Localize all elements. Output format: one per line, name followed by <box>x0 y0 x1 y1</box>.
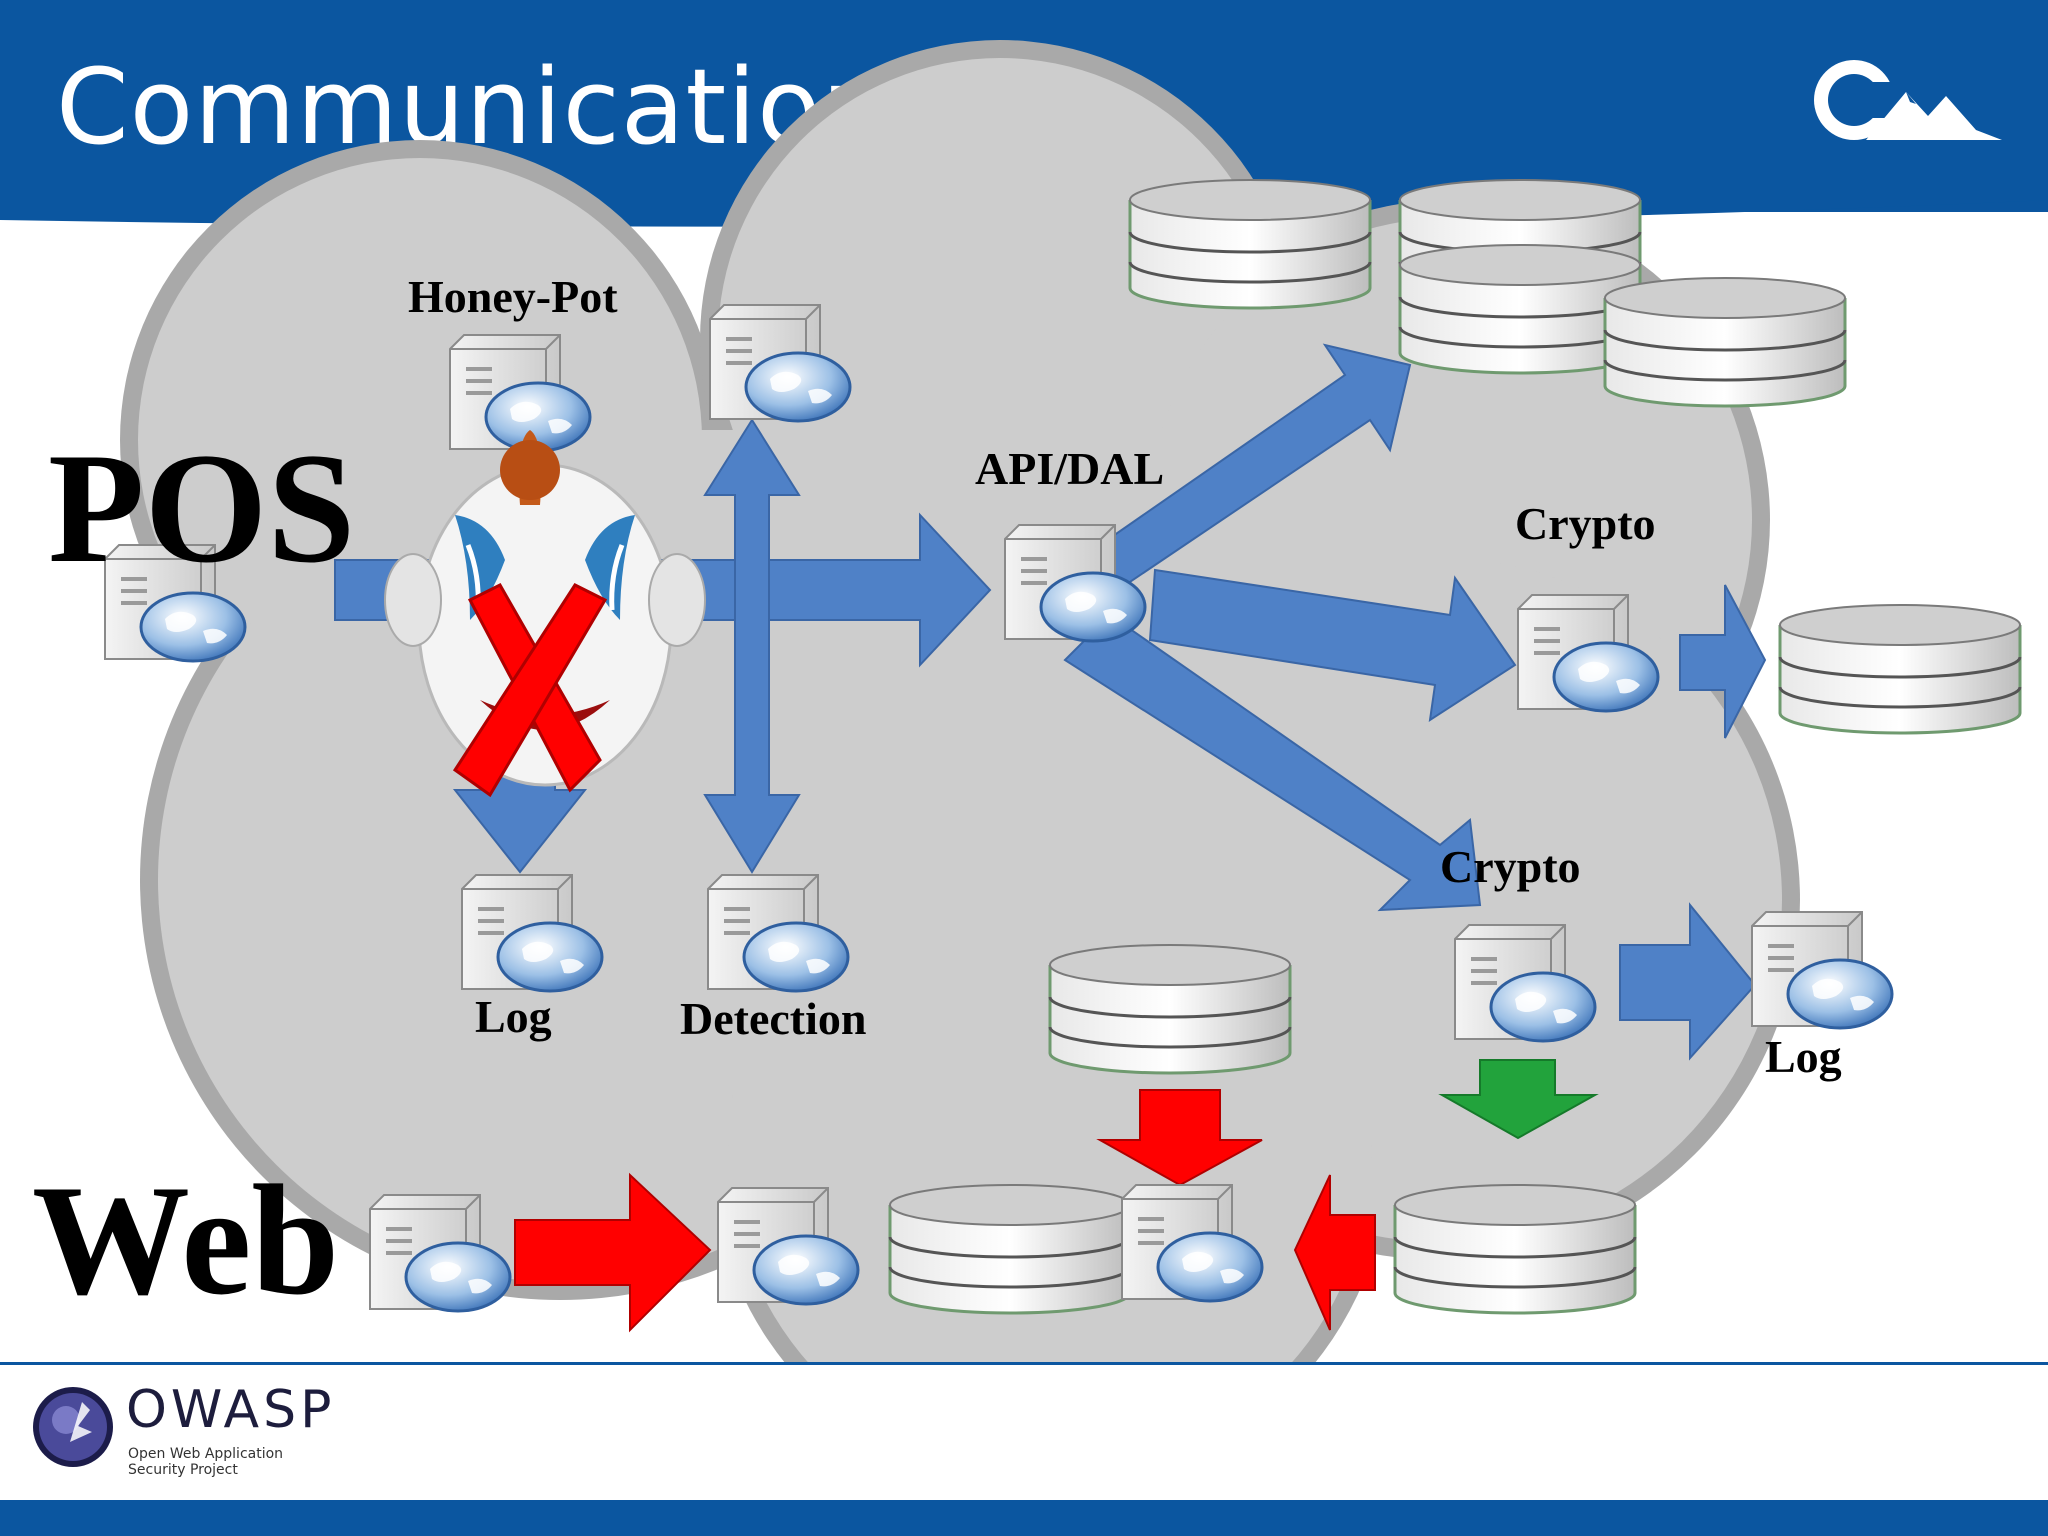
database-icon <box>1128 178 1372 310</box>
arrow-red-left <box>1293 1174 1376 1331</box>
log-right-label: Log <box>1765 1031 1842 1082</box>
log-left-label: Log <box>475 991 552 1042</box>
database-icon <box>1603 276 1847 408</box>
database-icon <box>888 1183 1132 1315</box>
server-globe-icon <box>1750 910 1894 1030</box>
arrow-api-to-db <box>1088 343 1412 594</box>
detection-label: Detection <box>680 993 867 1044</box>
database-icon <box>1778 603 2022 735</box>
crypto-lower-label: Crypto <box>1440 841 1581 892</box>
clown-mask-icon <box>384 430 706 787</box>
arrow-red-web-to-server <box>514 1172 712 1333</box>
owasp-tagline: Open Web Application Security Project <box>128 1446 284 1478</box>
database-icon <box>1048 943 1292 1075</box>
arrow-red-db-down <box>1096 1089 1263 1187</box>
api-dal-label: API/DAL <box>975 443 1165 494</box>
arrow-api-to-crypto <box>1148 568 1517 723</box>
crypto-upper-label: Crypto <box>1515 498 1656 549</box>
arrow-api-to-crypto-lower <box>1063 613 1482 912</box>
arrow-green-down <box>1438 1059 1599 1140</box>
attack-arrows <box>514 1089 1376 1333</box>
mountain-logo-icon <box>1814 60 2002 140</box>
owasp-name: OWASP <box>126 1380 336 1440</box>
footer-bar <box>0 1500 2048 1536</box>
footer-divider <box>0 1362 2048 1365</box>
database-icon <box>1393 1183 1637 1315</box>
arrow-crypto-to-db <box>1679 584 1767 739</box>
red-x-icon <box>452 583 608 798</box>
pos-label: POS <box>48 421 356 596</box>
owasp-logo: OWASP Open Web Application Security Proj… <box>30 1380 331 1494</box>
arrow-detection-vertical <box>703 418 801 874</box>
honey-pot-label: Honey-Pot <box>408 271 618 322</box>
owasp-wasp-icon <box>33 1387 113 1467</box>
web-label: Web <box>32 1153 340 1328</box>
arrow-crypto-to-log <box>1619 902 1757 1061</box>
